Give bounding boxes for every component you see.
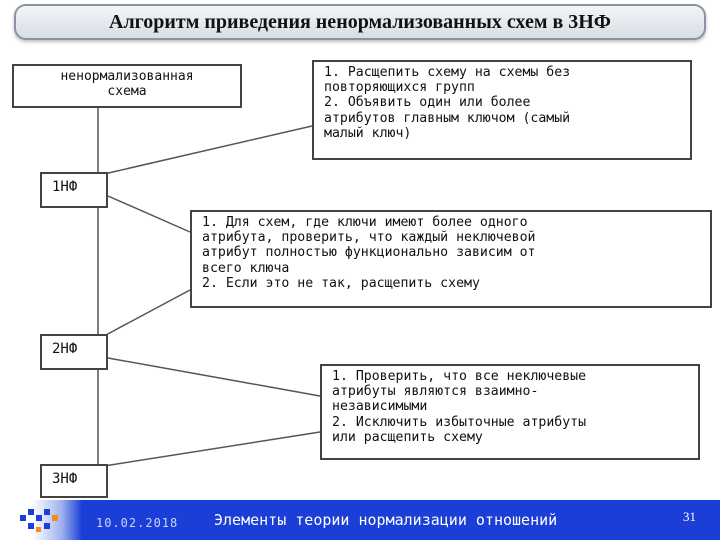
step-line: повторяющихся групп xyxy=(324,80,475,96)
stage-2nf-box: 2НФ xyxy=(40,334,108,370)
stage-label: 2НФ xyxy=(52,341,78,357)
step-line: атрибутов главным ключом (самый xyxy=(324,110,571,126)
step-line: атрибуты являются взаимно- xyxy=(332,384,539,400)
step-line: атрибута, проверить, что каждый неключев… xyxy=(202,230,536,246)
footer-title: Элементы теории нормализации отношений xyxy=(214,511,558,529)
stage-3nf-box: 3НФ xyxy=(40,464,108,498)
footer-bar: 10.02.2018 Элементы теории нормализации … xyxy=(0,500,720,540)
step-line: всего ключа xyxy=(202,260,290,276)
dots-logo-icon xyxy=(20,509,58,532)
step-line: независимыми xyxy=(332,399,428,415)
stage-label: 3НФ xyxy=(52,471,78,487)
box-line: схема xyxy=(107,84,147,99)
step-line: 2. Если это не так, расщепить схему xyxy=(202,275,480,291)
box-line: ненормализованная xyxy=(60,69,194,84)
step-line: атрибут полностью функционально зависим … xyxy=(202,245,536,261)
step-line: 1. Проверить, что все неключевые xyxy=(332,369,587,384)
step-line: 2. Исключить избыточные атрибуты xyxy=(332,414,587,430)
step-box-3nf: 1. Проверить, что все неключевые атрибут… xyxy=(320,364,700,460)
step-box-1nf: 1. Расщепить схему на схемы без повторяю… xyxy=(312,60,692,160)
step-line: малый ключ) xyxy=(324,125,412,141)
slide-title: Алгоритм приведения ненормализованных сх… xyxy=(109,10,611,33)
step-line: или расщепить схему xyxy=(332,429,483,445)
step-line: 1. Для схем, где ключи имеют более одног… xyxy=(202,215,528,230)
stage-label: 1НФ xyxy=(52,179,78,195)
slide-title-bar: Алгоритм приведения ненормализованных сх… xyxy=(14,4,706,40)
unnormalized-schema-box: ненормализованная схема xyxy=(12,64,242,108)
logo-area xyxy=(0,500,82,540)
step-box-2nf: 1. Для схем, где ключи имеют более одног… xyxy=(190,210,712,308)
step-line: 1. Расщепить схему на схемы без xyxy=(324,65,571,80)
footer-date: 10.02.2018 xyxy=(96,516,179,530)
page-number: 31 xyxy=(683,509,696,524)
stage-1nf-box: 1НФ xyxy=(40,172,108,208)
step-line: 2. Объявить один или более xyxy=(324,95,531,111)
